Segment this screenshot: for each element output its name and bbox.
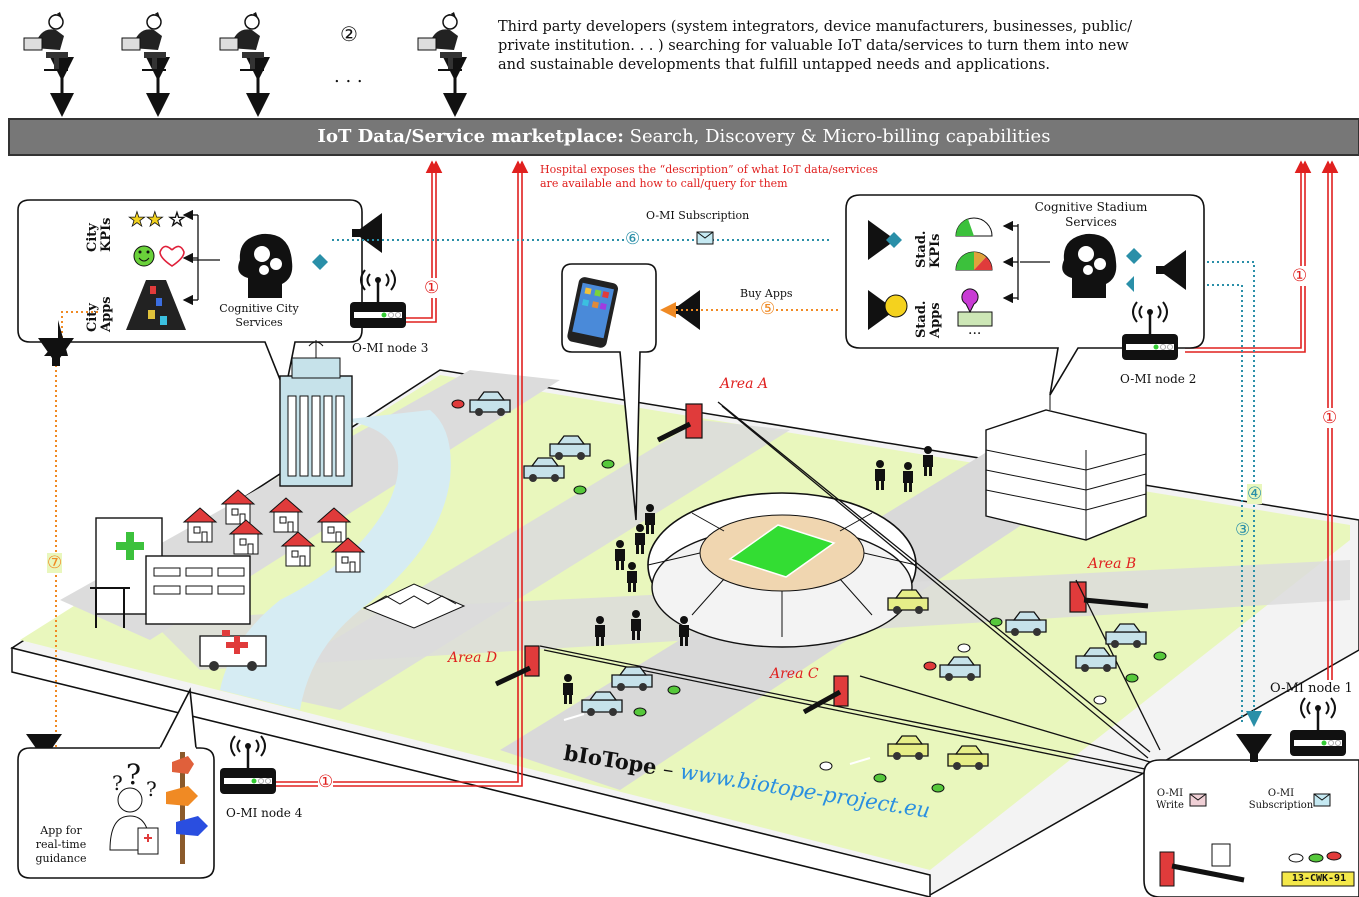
marker-3: ③: [1235, 520, 1251, 540]
stadium-kpis-label-2: KPIs: [928, 233, 943, 268]
hospital-note-line-2: are available and how to call/query for …: [540, 177, 788, 190]
city-apps-label-1: City: [85, 303, 100, 332]
marker-5: ⑤: [760, 299, 776, 319]
app-line-2: real-time: [35, 838, 87, 851]
omi-node-1-label: O-MI node 1: [1270, 681, 1353, 696]
marker-7: ⑦: [47, 553, 63, 573]
city-kpis-label-1: City: [85, 223, 100, 252]
svg-text:?: ?: [126, 758, 141, 791]
hospital-note-line-1: Hospital exposes the “description” of wh…: [540, 163, 878, 176]
stadium-apps-label-2: Apps: [928, 302, 943, 338]
stadium-kpis-label-1: Stad.: [914, 230, 929, 268]
ellipsis: . . .: [334, 66, 363, 87]
city-apps-label-2: Apps: [99, 296, 114, 332]
app-line-1: App for: [40, 824, 82, 837]
marker-1-node1: ①: [1322, 408, 1338, 428]
marker-1-node3: ①: [424, 278, 440, 298]
omi-node-3-label: O-MI node 3: [352, 341, 429, 355]
svg-text:☆: ☆: [168, 207, 186, 231]
svg-text:?: ?: [146, 777, 157, 801]
svg-text:★★: ★★: [128, 207, 164, 231]
buy-apps-label: Buy Apps: [740, 287, 793, 300]
city-kpis-label-2: KPIs: [99, 217, 114, 252]
omi-sub-line-2: Subscription: [1248, 800, 1314, 811]
area-a-label: Area A: [720, 376, 768, 392]
area-d-label: Area D: [448, 650, 498, 666]
app-line-3: guidance: [35, 852, 87, 865]
city-service-line-2: Services: [235, 316, 283, 329]
city-service-line-1: Cognitive City: [219, 302, 299, 315]
biotope-dash: –: [654, 755, 676, 783]
stadium-title-2: Services: [1065, 215, 1117, 229]
area-c-label: Area C: [770, 666, 819, 682]
developer-description: Third party developers (system integrato…: [498, 18, 1298, 75]
marketplace-capabilities: Search, Discovery & Micro-billing capabi…: [623, 126, 1051, 147]
marketplace-bar: IoT Data/Service marketplace: Search, Di…: [8, 118, 1359, 156]
stadium-more: ...: [968, 322, 982, 338]
description-line-2: private institution. . . ) searching for…: [498, 38, 1129, 54]
area-b-label: Area B: [1088, 556, 1137, 572]
description-line-3: and sustainable developments that fulfil…: [498, 57, 1050, 73]
omi-write-line-1: O-MI: [1156, 788, 1184, 799]
stadium-apps-label: Stad.Apps: [914, 300, 943, 338]
omi-node-2-label: O-MI node 2: [1120, 372, 1197, 386]
omi-sub-line-1: O-MI: [1267, 788, 1295, 799]
marker-6: ⑥: [625, 229, 641, 249]
omi-node-4-label: O-MI node 4: [226, 806, 303, 820]
hospital-note: Hospital exposes the “description” of wh…: [540, 163, 878, 191]
marker-4: ④: [1247, 484, 1263, 504]
omi-write-line-2: Write: [1156, 800, 1184, 811]
stadium-title-1: Cognitive Stadium: [1034, 200, 1148, 214]
stadium-kpis-label: Stad.KPIs: [914, 230, 943, 268]
omi-subscription-label: O-MI Subscription: [646, 209, 750, 222]
description-line-1: Third party developers (system integrato…: [498, 19, 1133, 35]
stadium-apps-label-1: Stad.: [914, 300, 929, 338]
license-plate: 13-CWK-91: [1291, 873, 1347, 884]
svg-text:?: ?: [112, 771, 123, 795]
marker-1-node2: ①: [1292, 266, 1308, 286]
marker-1-node4: ①: [318, 772, 334, 792]
step-2-marker: ②: [340, 22, 358, 46]
marketplace-title: IoT Data/Service marketplace:: [317, 126, 624, 147]
